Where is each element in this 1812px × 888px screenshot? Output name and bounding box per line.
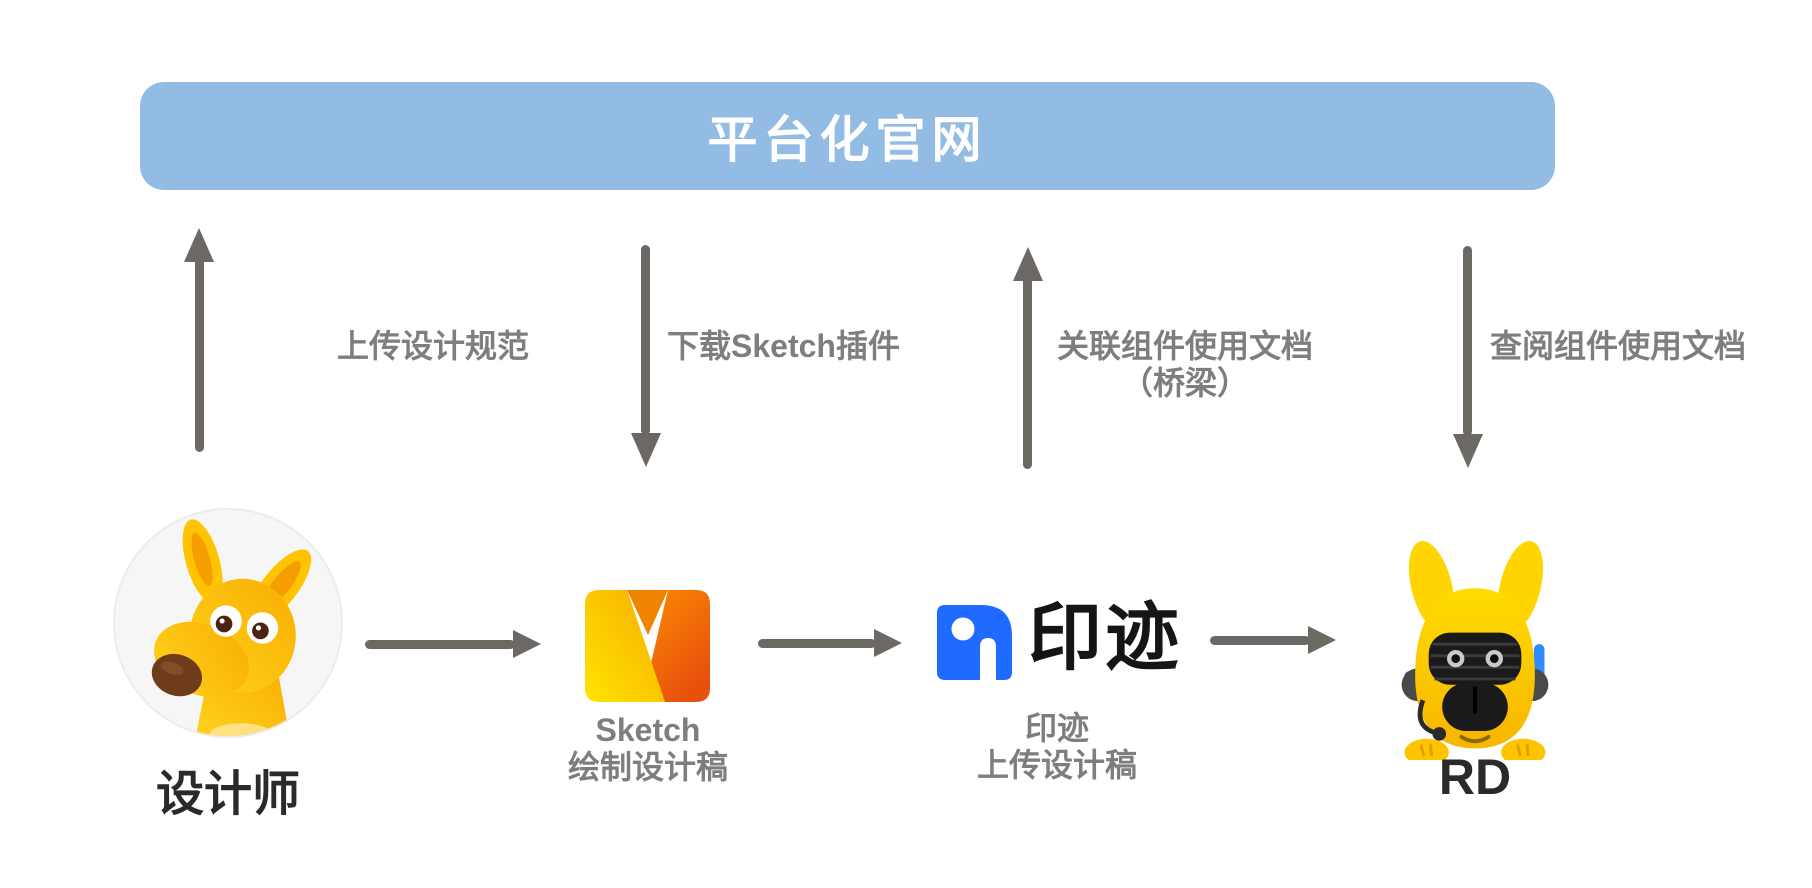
- flow-label-line1: 关联组件使用文档: [1056, 328, 1313, 364]
- designer-kangaroo-avatar: [113, 508, 343, 738]
- designer-label: 设计师: [155, 768, 300, 821]
- kangaroo-icon: [151, 519, 312, 736]
- flow-label-upload-specs: 上传设计规范: [337, 328, 530, 364]
- up-arrow-icon: [184, 228, 214, 262]
- yinji-caption-line2: 上传设计稿: [976, 747, 1137, 783]
- right-arrow-line: [1210, 636, 1310, 645]
- rd-label: RD: [1438, 749, 1512, 805]
- flow-label-view-docs: 查阅组件使用文档: [1490, 328, 1747, 364]
- down-arrow-icon: [631, 433, 661, 467]
- robot-kangaroo-icon: [1401, 541, 1549, 760]
- banner-title: 平台化官网: [707, 112, 988, 168]
- sketch-caption: Sketch 绘制设计稿: [533, 712, 763, 786]
- yinji-logo-icon: [937, 605, 1012, 680]
- up-arrow-line-link-docs: [1023, 275, 1032, 469]
- sketch-caption-line2: 绘制设计稿: [567, 749, 728, 785]
- up-arrow-line-upload-specs: [195, 256, 204, 452]
- down-arrow-line-download-plugin: [641, 245, 650, 435]
- down-arrow-line-view-docs: [1463, 246, 1472, 436]
- sketch-caption-line1: Sketch: [595, 712, 701, 748]
- right-arrow-line: [758, 639, 876, 648]
- up-arrow-icon: [1013, 247, 1043, 281]
- right-arrow-line: [365, 640, 515, 649]
- down-arrow-icon: [1453, 434, 1483, 468]
- platform-website-banner: 平台化官网: [140, 82, 1555, 190]
- right-arrow-icon: [513, 630, 541, 658]
- yinji-caption: 印迹 上传设计稿: [942, 710, 1172, 784]
- right-arrow-icon: [1308, 626, 1336, 654]
- sketch-plugin-m-logo-icon: [585, 590, 710, 702]
- flow-label-link-docs: 关联组件使用文档 （桥梁）: [1040, 328, 1330, 402]
- flow-label-download-plugin: 下载Sketch插件: [667, 328, 900, 364]
- flow-label-line2: （桥梁）: [1120, 365, 1249, 401]
- right-arrow-icon: [874, 629, 902, 657]
- yinji-caption-line1: 印迹: [1024, 710, 1089, 746]
- yinji-logo-text: 印迹: [1028, 596, 1182, 679]
